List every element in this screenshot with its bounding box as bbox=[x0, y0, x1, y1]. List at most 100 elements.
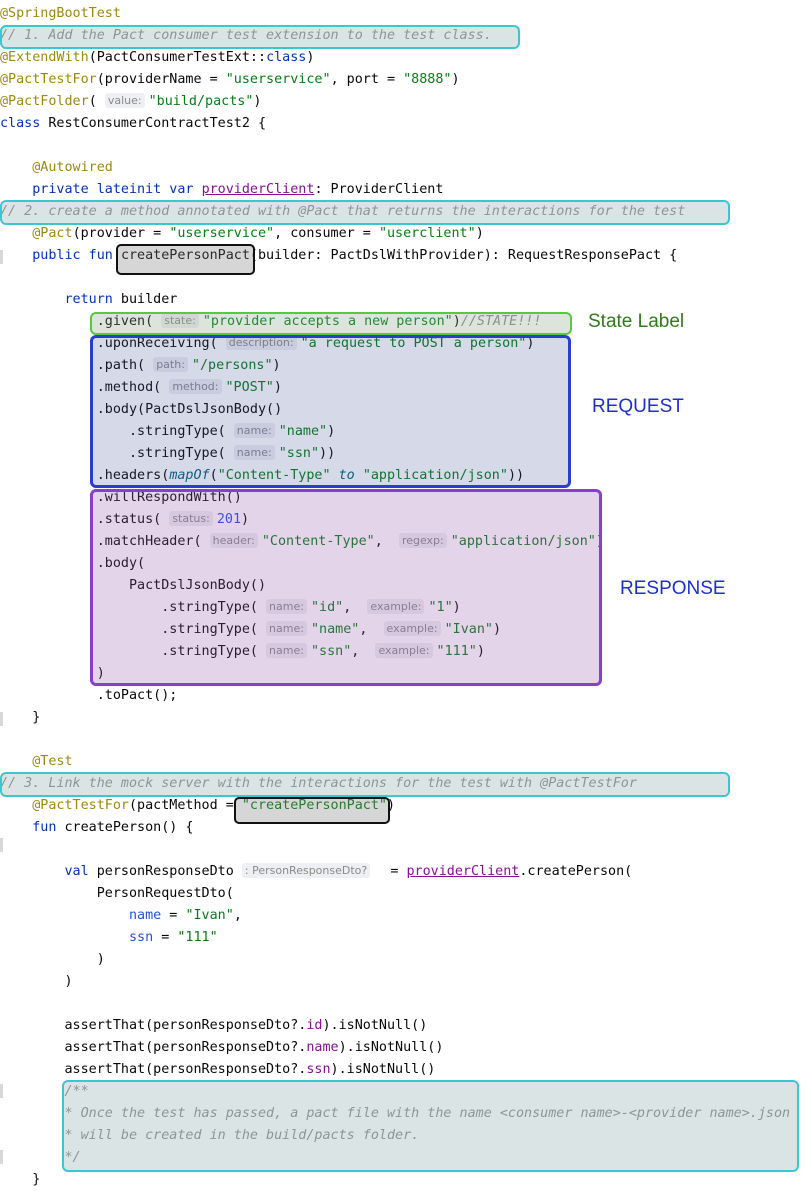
fold-marker[interactable] bbox=[0, 1150, 3, 1164]
state-label-box bbox=[90, 312, 572, 335]
code-token: ) bbox=[452, 600, 461, 615]
code-line[interactable]: @PactTestFor(pactMethod = "createPersonP… bbox=[0, 795, 395, 817]
code-line[interactable]: .body(PactDslJsonBody() bbox=[0, 399, 282, 421]
fold-marker[interactable] bbox=[0, 838, 3, 852]
code-line[interactable]: class RestConsumerContractTest2 { bbox=[0, 113, 266, 135]
fold-marker[interactable] bbox=[0, 250, 3, 264]
code-line[interactable]: } bbox=[0, 707, 40, 729]
code-token: .path( bbox=[0, 358, 154, 373]
code-line[interactable]: .headers(mapOf("Content-Type" to "applic… bbox=[0, 465, 524, 487]
code-line[interactable]: .path( path:"/persons") bbox=[0, 355, 281, 377]
code-line[interactable]: .status( status:201) bbox=[0, 509, 249, 531]
code-token: @Pact bbox=[32, 226, 73, 241]
inlay-hint: state: bbox=[161, 313, 199, 328]
code-line[interactable]: // 1. Add the Pact consumer test extensi… bbox=[0, 25, 492, 47]
code-token: ) bbox=[0, 952, 105, 967]
code-token: builder bbox=[112, 292, 178, 307]
code-line[interactable]: .given( state:"provider accepts a new pe… bbox=[0, 311, 541, 333]
code-line[interactable]: ) bbox=[0, 663, 105, 685]
code-line[interactable]: */ bbox=[0, 1147, 81, 1169]
code-token bbox=[0, 1128, 65, 1143]
code-line[interactable]: .stringType( name:"name", example:"Ivan"… bbox=[0, 619, 501, 641]
code-token bbox=[0, 248, 32, 263]
code-line[interactable]: // 2. create a method annotated with @Pa… bbox=[0, 201, 685, 223]
code-line[interactable]: assertThat(personResponseDto?.name).isNo… bbox=[0, 1037, 443, 1059]
code-line[interactable]: .body( bbox=[0, 553, 145, 575]
code-token: providerClient bbox=[406, 864, 520, 879]
code-token: ) bbox=[526, 336, 535, 351]
code-line[interactable]: @Autowired bbox=[0, 157, 113, 179]
code-line[interactable]: private lateinit var providerClient: Pro… bbox=[0, 179, 443, 201]
code-line[interactable]: fun createPerson() { bbox=[0, 817, 194, 839]
inlay-hint: example: bbox=[367, 599, 425, 614]
code-token: , bbox=[374, 534, 399, 549]
code-line[interactable]: @PactTestFor(providerName = "userservice… bbox=[0, 69, 460, 91]
code-token: , consumer = bbox=[274, 226, 379, 241]
code-token: private lateinit var bbox=[32, 182, 202, 197]
code-line[interactable]: @Test bbox=[0, 751, 72, 773]
code-line[interactable]: ssn = "111" bbox=[0, 927, 218, 949]
fold-marker[interactable] bbox=[0, 712, 3, 726]
highlight-pact-method-value bbox=[234, 797, 390, 824]
code-line[interactable]: .matchHeader( header:"Content-Type", reg… bbox=[0, 531, 604, 553]
code-token: "Ivan" bbox=[444, 622, 493, 637]
code-line[interactable]: @SpringBootTest bbox=[0, 3, 121, 25]
code-line[interactable]: * Once the test has passed, a pact file … bbox=[0, 1103, 791, 1125]
code-line[interactable]: .stringType( name:"ssn")) bbox=[0, 443, 335, 465]
code-token: ) bbox=[0, 666, 105, 681]
code-line[interactable]: /** bbox=[0, 1081, 89, 1103]
code-token: = bbox=[153, 930, 178, 945]
code-token bbox=[0, 820, 32, 835]
code-line[interactable]: } bbox=[0, 1169, 40, 1191]
code-token: * will be created in the build/pacts fol… bbox=[64, 1128, 420, 1143]
code-line[interactable]: .willRespondWith() bbox=[0, 487, 242, 509]
code-line[interactable]: assertThat(personResponseDto?.id).isNotN… bbox=[0, 1015, 427, 1037]
code-line[interactable]: .stringType( name:"ssn", example:"111") bbox=[0, 641, 485, 663]
code-token bbox=[0, 226, 32, 241]
code-line[interactable]: @PactFolder( value:"build/pacts") bbox=[0, 91, 261, 113]
code-token: ) bbox=[0, 974, 73, 989]
code-token: class bbox=[0, 116, 41, 131]
code-line[interactable]: @Pact(provider = "userservice", consumer… bbox=[0, 223, 484, 245]
code-token: ( bbox=[209, 468, 218, 483]
code-line[interactable]: * will be created in the build/pacts fol… bbox=[0, 1125, 420, 1147]
code-line[interactable]: return builder bbox=[0, 289, 178, 311]
code-token: ) bbox=[387, 798, 396, 813]
code-line[interactable]: ) bbox=[0, 949, 105, 971]
code-line[interactable]: PersonRequestDto( bbox=[0, 883, 234, 905]
code-line[interactable]: .stringType( name:"id", example:"1") bbox=[0, 597, 461, 619]
code-line[interactable]: PactDslJsonBody() bbox=[0, 575, 266, 597]
code-line[interactable]: assertThat(personResponseDto?.ssn).isNot… bbox=[0, 1059, 435, 1081]
code-token: , bbox=[351, 644, 376, 659]
code-token: .stringType( bbox=[0, 446, 234, 461]
code-token: createPerson() { bbox=[64, 820, 194, 835]
code-token: class bbox=[266, 50, 307, 65]
code-token bbox=[0, 160, 32, 175]
code-line[interactable]: @ExtendWith(PactConsumerTestExt::class) bbox=[0, 47, 314, 69]
code-token: .toPact(); bbox=[0, 688, 178, 703]
code-line[interactable]: .toPact(); bbox=[0, 685, 178, 707]
code-token: fun bbox=[32, 820, 65, 835]
code-token: @Autowired bbox=[32, 160, 113, 175]
code-line[interactable]: name = "Ivan", bbox=[0, 905, 242, 927]
code-token: : ProviderClient bbox=[314, 182, 444, 197]
code-token: "ssn" bbox=[278, 446, 320, 461]
annotation-box-doc-comment bbox=[62, 1080, 799, 1172]
code-line[interactable]: // 3. Link the mock server with the inte… bbox=[0, 773, 637, 795]
code-token: "provider accepts a new person" bbox=[202, 314, 453, 329]
code-token: ).isNotNull() bbox=[330, 1062, 436, 1077]
code-line[interactable]: .method( method:"POST") bbox=[0, 377, 282, 399]
code-token: /** bbox=[64, 1084, 89, 1099]
code-token: public fun bbox=[32, 248, 121, 263]
code-token: .body( bbox=[0, 556, 146, 571]
code-token bbox=[0, 1150, 65, 1165]
inlay-hint: value: bbox=[104, 93, 145, 108]
fold-marker[interactable] bbox=[0, 1084, 3, 1098]
code-line[interactable]: .uponReceiving( description:"a request t… bbox=[0, 333, 534, 355]
code-token: name bbox=[306, 1040, 339, 1055]
code-line[interactable]: val personResponseDto : PersonResponseDt… bbox=[0, 861, 632, 883]
code-line[interactable]: .stringType( name:"name") bbox=[0, 421, 335, 443]
code-line[interactable]: public fun createPersonPact(builder: Pac… bbox=[0, 245, 677, 267]
code-line[interactable]: ) bbox=[0, 971, 73, 993]
